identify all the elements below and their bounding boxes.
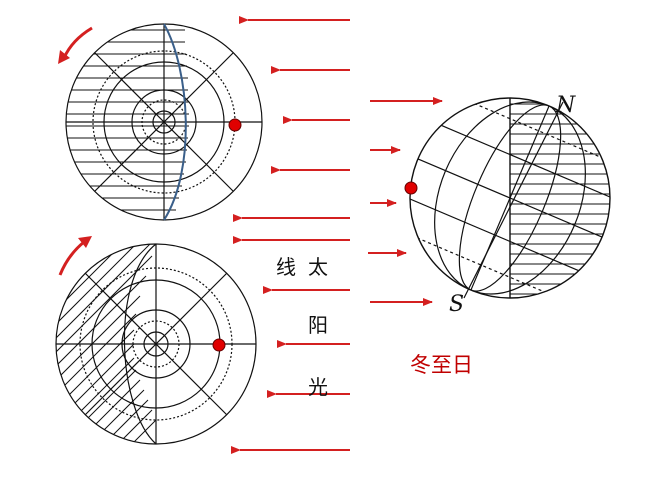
sunlight-label-char: 太 [308,255,328,279]
night-hatching-bottom-left [56,244,161,444]
caption-winter-solstice: 冬至日 [410,353,473,377]
night-hatching-top-left [66,29,189,211]
location-dot [228,118,242,132]
location-dot [212,338,226,352]
rotation-arrow-top-left [58,26,93,64]
globe-bottom-left [55,243,257,445]
south-pole-label: S [449,292,464,317]
terminator-line [163,23,187,221]
rotation-arrow-bottom-left [58,236,92,276]
sunlight-label-char: 阳 [308,313,328,337]
globe-right [404,97,611,299]
sunlight-label-char: 线 [276,255,296,279]
globe-top-left [65,23,263,221]
earth-axis [463,101,564,299]
sunlight-label-char: 光 [308,375,328,399]
location-dot [404,181,418,195]
north-pole-label: N [555,93,576,118]
sunlight-arrows [231,16,443,454]
